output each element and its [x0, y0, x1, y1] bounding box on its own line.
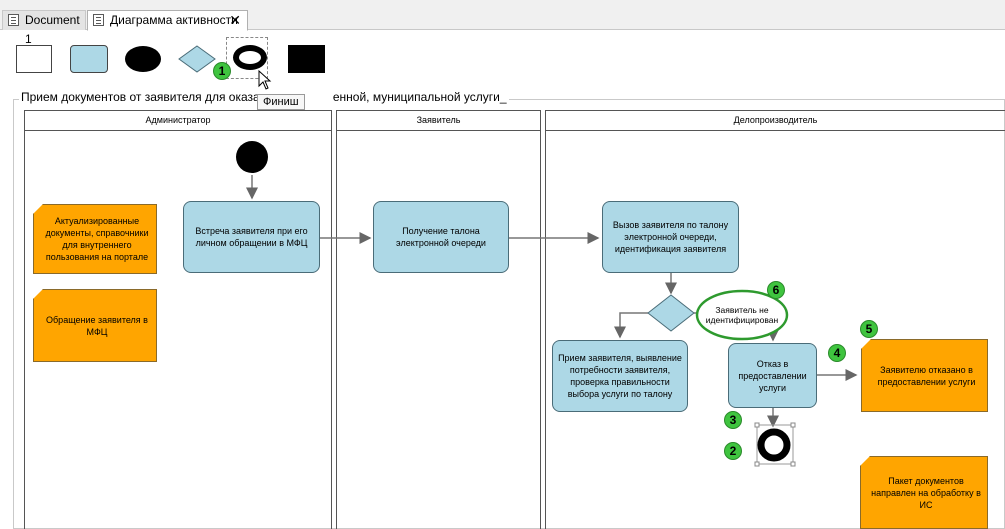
tab-bar: Document 1 Диаграмма активности ✕ — [0, 0, 1005, 46]
activity-get-ticket[interactable]: Получение талона электронной очереди — [373, 201, 509, 273]
doc-package-sent[interactable]: Пакет документов направлен на обработку … — [860, 456, 988, 529]
tab-activity-diagram[interactable]: Диаграмма активности ✕ — [87, 10, 248, 31]
palette-black-rectangle[interactable] — [288, 45, 325, 73]
step-badge: 2 — [724, 442, 742, 460]
lane-clerk[interactable]: Делопроизводитель — [545, 110, 1005, 529]
lane-title: Заявитель — [337, 111, 540, 131]
finish-ring-icon — [233, 45, 267, 70]
step-badge: 5 — [860, 320, 878, 338]
start-node — [236, 141, 268, 173]
document-icon — [93, 14, 104, 26]
tab-label: Document 1 — [25, 13, 80, 46]
decision-diamond — [647, 294, 695, 332]
palette-decision[interactable] — [178, 45, 216, 73]
activity-receive-applicant[interactable]: Прием заявителя, выявление потребности з… — [552, 340, 688, 412]
step-badge: 4 — [828, 344, 846, 362]
activity-meet-applicant[interactable]: Встреча заявителя при его личном обращен… — [183, 201, 320, 273]
palette-final-node[interactable] — [226, 37, 268, 79]
tab-label: Диаграмма активности — [110, 13, 238, 27]
palette-rectangle[interactable] — [16, 45, 52, 73]
activity-call-applicant[interactable]: Вызов заявителя по талону электронной оч… — [602, 201, 739, 273]
lane-applicant[interactable]: Заявитель — [336, 110, 541, 529]
doc-applicant-request[interactable]: Обращение заявителя в МФЦ — [33, 289, 157, 362]
mouse-cursor-icon — [258, 70, 272, 90]
palette-start-node[interactable] — [125, 46, 161, 72]
palette-tooltip: Финиш — [257, 94, 305, 110]
lane-administrator[interactable]: Администратор — [24, 110, 332, 529]
step-badge: 1 — [213, 62, 231, 80]
doc-updated-documents[interactable]: Актуализированные документы, справочники… — [33, 204, 157, 274]
final-node — [757, 428, 791, 462]
tab-document-1[interactable]: Document 1 — [2, 10, 86, 46]
palette-activity[interactable] — [70, 45, 108, 73]
document-icon — [8, 14, 19, 26]
guard-label: Заявитель не идентифицирован — [705, 305, 779, 325]
step-badge: 6 — [767, 281, 785, 299]
step-badge: 3 — [724, 411, 742, 429]
close-icon[interactable]: ✕ — [229, 12, 241, 28]
activity-refuse-service[interactable]: Отказ в предоставлении услуги — [728, 343, 817, 408]
lane-title: Администратор — [25, 111, 331, 131]
diagram-title: Прием документов от заявителя для оказан… — [19, 90, 509, 104]
lane-title: Делопроизводитель — [546, 111, 1005, 131]
doc-refused[interactable]: Заявителю отказано в предоставлении услу… — [861, 339, 988, 412]
